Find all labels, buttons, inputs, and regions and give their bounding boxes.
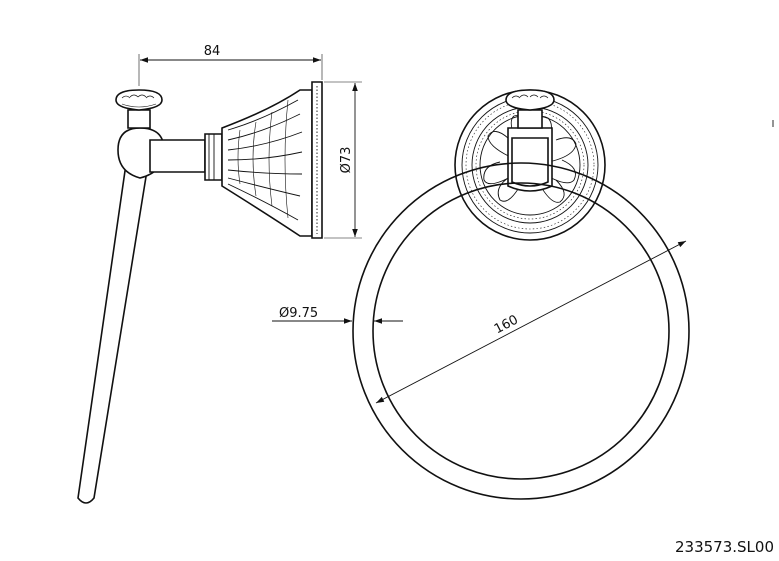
side-view-arm (149, 133, 223, 181)
front-view-bracket (505, 89, 555, 192)
side-view-rod (77, 149, 151, 504)
dimension-ring-diameter: 160 (375, 240, 687, 404)
side-view-wall-plate (311, 81, 323, 239)
front-view (352, 89, 690, 500)
product-code: 233573.SL00 (675, 538, 774, 556)
side-view-finial (115, 89, 163, 129)
side-view-bell (221, 89, 313, 237)
dimension-depth: 84 (138, 44, 323, 86)
dimension-rod-diameter: Ø9.75 (272, 306, 403, 324)
dimension-depth-label: 84 (204, 44, 221, 59)
dimension-rod-diameter-label: Ø9.75 (279, 306, 318, 321)
dimension-ring-diameter-label: 160 (492, 313, 521, 338)
dimension-base-diameter-label: Ø73 (339, 147, 354, 174)
side-view (77, 81, 323, 504)
dimension-base-diameter: Ø73 (324, 81, 362, 239)
